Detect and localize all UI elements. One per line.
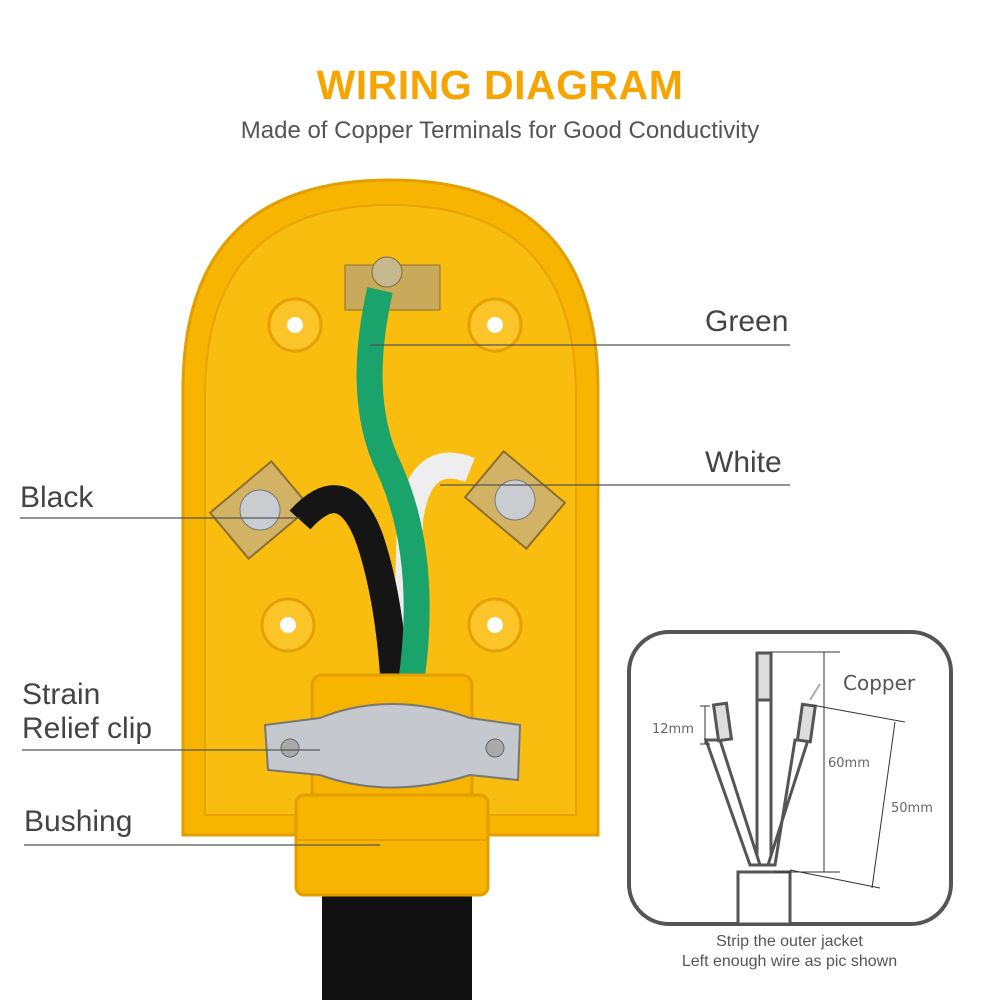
- label-white: White: [705, 446, 782, 479]
- label-green: Green: [705, 305, 789, 338]
- stripping-guide-inset: Copper 12mm 60mm 50mm: [627, 630, 953, 926]
- caption-line-2: Left enough wire as pic shown: [681, 953, 898, 970]
- power-cable: [322, 880, 472, 1000]
- strain-relief-clip: [263, 703, 522, 789]
- label-bushing: Bushing: [24, 805, 133, 838]
- dim-60mm: 60mm: [828, 756, 870, 771]
- page-title: WIRING DIAGRAM: [316, 62, 684, 108]
- terminal-white: [463, 449, 567, 551]
- inset-caption: Strip the outer jacket Left enough wire …: [627, 932, 952, 972]
- terminal-black: [208, 459, 312, 561]
- wire-green: [356, 287, 430, 692]
- dim-50mm: 50mm: [891, 801, 933, 816]
- mounting-holes: [260, 297, 523, 653]
- label-strain-line1: Strain: [22, 678, 101, 711]
- page-subtitle: Made of Copper Terminals for Good Conduc…: [240, 117, 760, 144]
- leader-lines: [20, 344, 790, 846]
- terminal-green: [344, 256, 441, 311]
- label-strain-line2: Relief clip: [22, 712, 153, 745]
- copper-label: Copper: [843, 671, 916, 695]
- label-black: Black: [20, 481, 94, 514]
- caption-line-1: Strip the outer jacket: [716, 933, 863, 950]
- dim-12mm: 12mm: [652, 722, 694, 737]
- wire-black: [289, 485, 409, 691]
